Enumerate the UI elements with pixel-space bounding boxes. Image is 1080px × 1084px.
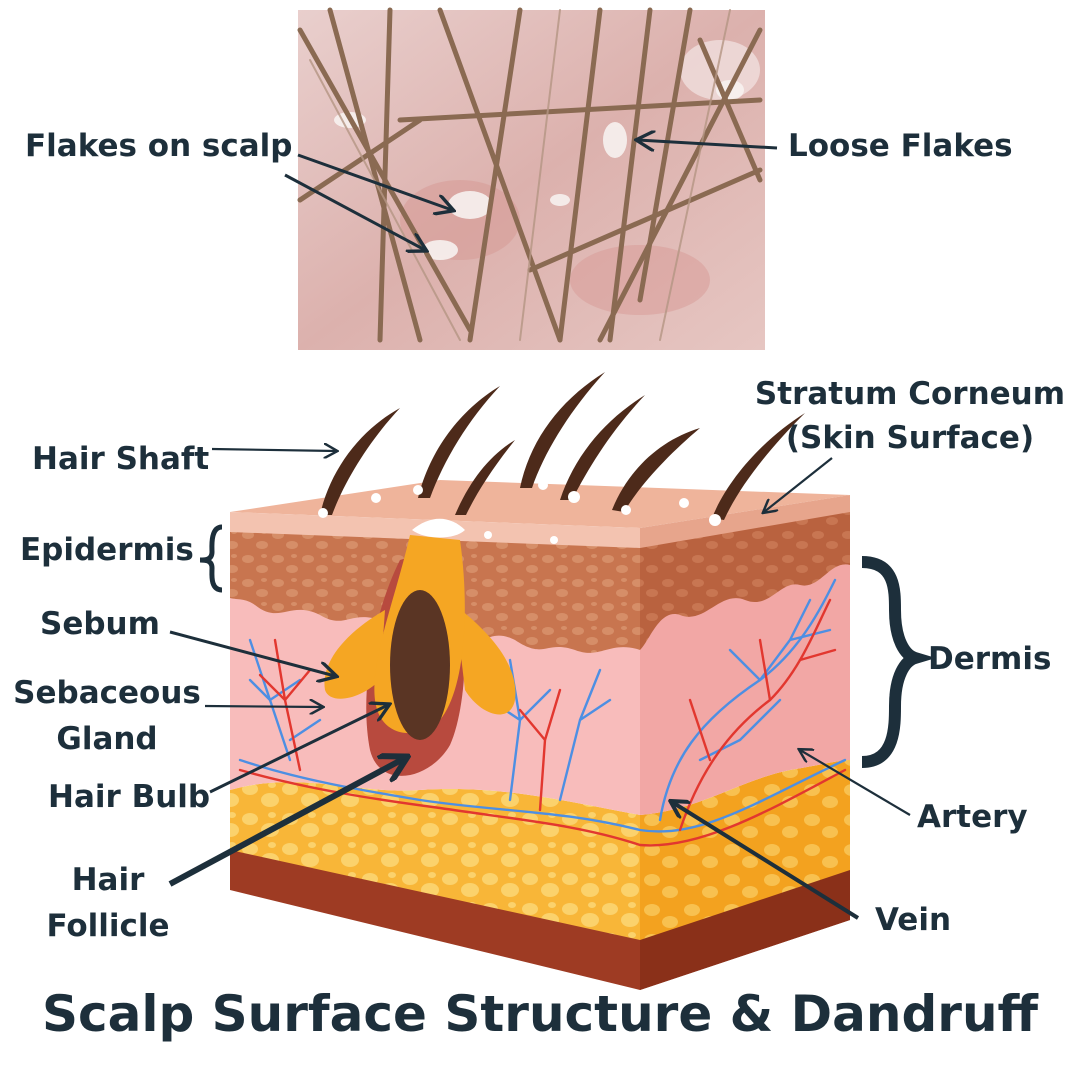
label-stratum-corneum-line1: Stratum Corneum [754, 376, 1066, 412]
label-flakes-on-scalp: Flakes on scalp [25, 128, 293, 164]
arrow-flakes-2 [284, 173, 425, 250]
epidermis-brace [199, 524, 223, 593]
label-sebaceous-line1: Sebaceous [13, 675, 201, 711]
label-hair-follicle: Hair Follicle [38, 861, 178, 945]
label-stratum-corneum: Stratum Corneum (Skin Surface) [740, 375, 1080, 457]
label-sebaceous-gland: Sebaceous Gland [2, 674, 212, 758]
arrow-flakes-1 [297, 153, 452, 210]
label-hair-shaft: Hair Shaft [32, 441, 210, 477]
scalp-photo [297, 7, 765, 350]
label-sebum: Sebum [40, 606, 160, 642]
label-loose-flakes: Loose Flakes [788, 128, 1013, 164]
label-dermis: Dermis [928, 641, 1052, 677]
epidermis-side [640, 505, 850, 650]
arrow-stratum-corneum [764, 457, 833, 512]
arrow-artery [800, 750, 911, 816]
surface-flakes [318, 474, 721, 544]
label-stratum-corneum-line2: (Skin Surface) [785, 420, 1035, 456]
arrow-loose-flakes [638, 140, 778, 148]
page-title: Scalp Surface Structure & Dandruff [41, 985, 1039, 1043]
label-hair-follicle-line1: Hair [71, 862, 145, 898]
arrow-vein [672, 802, 860, 920]
arrow-sebum [169, 630, 335, 676]
label-vein: Vein [875, 902, 952, 938]
label-hair-bulb: Hair Bulb [48, 779, 211, 815]
dermis-brace [861, 556, 936, 768]
skin-cross-section [230, 372, 850, 990]
label-epidermis: Epidermis [20, 532, 194, 568]
skin-top-surface [230, 480, 850, 528]
fat-layer-side [640, 760, 850, 940]
sebaceous-gland-right [455, 605, 516, 715]
arrow-hair-follicle [168, 758, 405, 887]
surface-hairs [320, 372, 805, 520]
arrow-hair-bulb [209, 705, 388, 794]
arrow-hair-shaft [211, 449, 336, 451]
label-artery: Artery [917, 799, 1028, 835]
label-sebaceous-line2: Gland [56, 721, 158, 757]
hair-bulb [390, 590, 450, 740]
arrow-sebaceous [204, 706, 322, 707]
hair-strands [297, 7, 763, 343]
pointer-arrows [168, 140, 911, 920]
label-hair-follicle-line2: Follicle [46, 908, 170, 944]
arteries [238, 598, 847, 847]
